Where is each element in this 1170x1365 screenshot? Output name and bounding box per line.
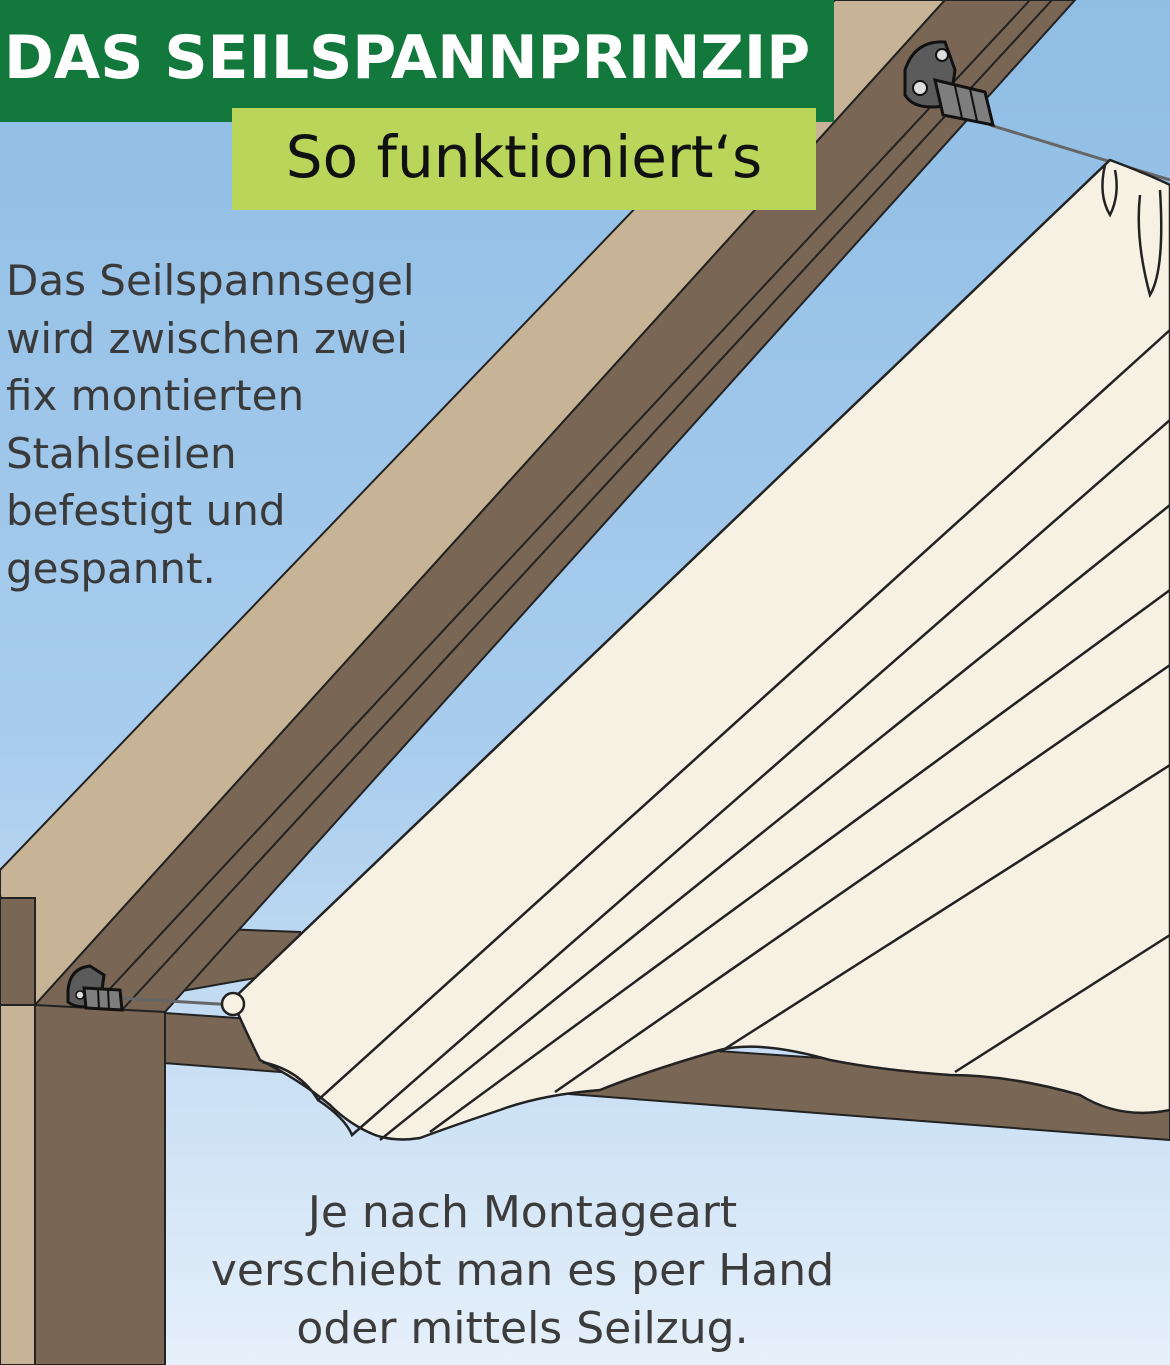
post-top (0, 897, 36, 1006)
wire-tensioner-bracket-icon (66, 964, 124, 1012)
intro-text: Das Seilspannsegel wird zwischen zwei fi… (6, 252, 415, 597)
intro-line: befestigt und (6, 486, 286, 535)
footer-line: verschiebt man es per Hand (210, 1245, 835, 1296)
wire-tensioner-bracket-icon (903, 40, 996, 127)
shade-sail (230, 158, 1170, 1141)
intro-line: Das Seilspannsegel (6, 256, 415, 305)
page-subtitle: So funktioniert‘s (285, 123, 763, 191)
intro-line: gespannt. (6, 543, 216, 593)
subtitle-banner: So funktioniert‘s (232, 108, 816, 210)
beam-groove-line (121, 0, 1053, 1011)
steel-wire-lower (117, 996, 236, 1007)
footer-line: oder mittels Seilzug. (296, 1303, 749, 1354)
intro-line: fix montierten (6, 371, 305, 420)
intro-line: wird zwischen zwei (6, 313, 408, 363)
footer-line: Je nach Montageart (307, 1187, 738, 1238)
sail-edge-roll (220, 991, 246, 1017)
intro-line: Stahlseilen (6, 428, 237, 478)
footer-text: Je nach Montageart verschiebt man es per… (0, 1184, 1045, 1358)
sail-fold-lines (261, 164, 1170, 1141)
beam-groove-line (91, 0, 1031, 1009)
page-title: DAS SEILSPANNPRINZIP (4, 23, 811, 93)
title-banner: DAS SEILSPANNPRINZIP (0, 0, 834, 122)
